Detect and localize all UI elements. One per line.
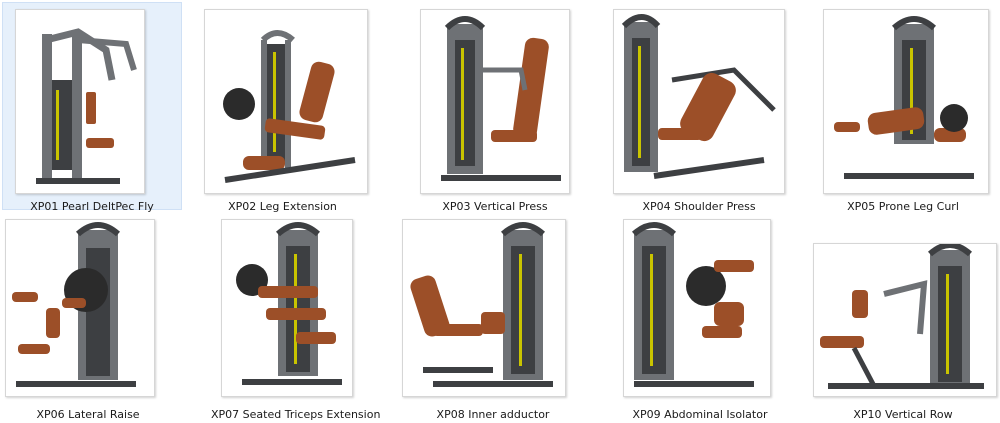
file-name: XP06 Lateral Raise: [36, 408, 140, 421]
thumbnail: [623, 219, 771, 397]
thumbnail: [402, 219, 566, 397]
file-name: XP08 Inner adductor: [436, 408, 550, 421]
file-item[interactable]: XP08 Inner adductor: [393, 214, 593, 423]
vertical-press-machine-icon: [441, 16, 561, 181]
file-name: XP02 Leg Extension: [228, 200, 337, 213]
file-name: XP03 Vertical Press: [442, 200, 548, 213]
file-item[interactable]: XP09 Abdominal Isolator: [600, 214, 800, 423]
file-name: XP01 Pearl DeltPec Fly: [30, 200, 154, 213]
vertical-row-machine-icon: [820, 244, 984, 389]
thumbnail: [221, 219, 353, 397]
shoulder-press-machine-icon: [621, 14, 776, 179]
leg-extension-machine-icon: [223, 30, 356, 183]
file-name: XP05 Prone Leg Curl: [847, 200, 959, 213]
pec-fly-machine-icon: [36, 28, 137, 184]
file-name: XP07 Seated Triceps Extension: [211, 408, 381, 421]
lateral-raise-machine-icon: [12, 222, 136, 387]
prone-leg-curl-machine-icon: [834, 16, 974, 179]
triceps-extension-machine-icon: [236, 222, 342, 385]
thumbnail: [15, 9, 145, 194]
file-item[interactable]: XP06 Lateral Raise: [2, 214, 174, 423]
file-item[interactable]: XP04 Shoulder Press: [600, 2, 798, 213]
thumbnail: [420, 9, 570, 194]
file-item[interactable]: XP07 Seated Triceps Extension: [210, 214, 381, 423]
thumbnail: [204, 9, 368, 194]
abdominal-isolator-machine-icon: [631, 222, 754, 387]
file-name: XP04 Shoulder Press: [642, 200, 756, 213]
thumbnail: [813, 243, 997, 397]
thumbnail: [613, 9, 785, 194]
file-item[interactable]: XP05 Prone Leg Curl: [806, 2, 1000, 213]
file-item[interactable]: XP03 Vertical Press: [395, 2, 595, 213]
file-item[interactable]: XP10 Vertical Row: [806, 214, 1000, 423]
thumbnail: [823, 9, 989, 194]
file-name: XP09 Abdominal Isolator: [632, 408, 768, 421]
thumbnail: [5, 219, 155, 397]
inner-adductor-machine-icon: [410, 222, 553, 387]
file-name: XP10 Vertical Row: [853, 408, 953, 421]
file-item[interactable]: XP01 Pearl DeltPec Fly: [2, 2, 182, 213]
file-item[interactable]: XP02 Leg Extension: [185, 2, 380, 213]
